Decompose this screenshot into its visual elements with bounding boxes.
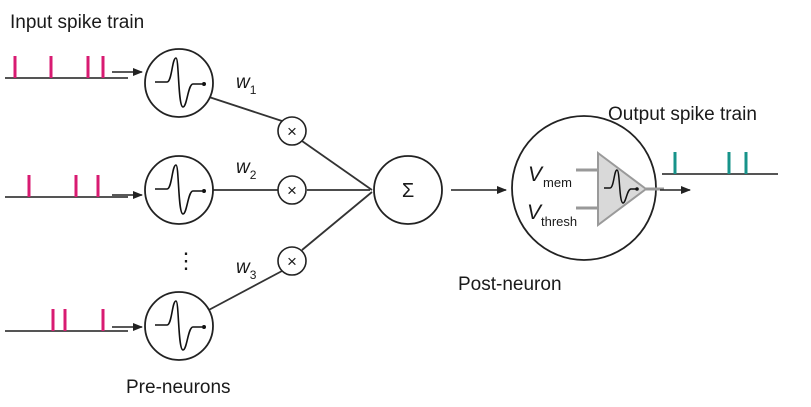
action-potential-icon: [155, 300, 202, 351]
multiply-symbol: ×: [287, 181, 297, 200]
multiply-node-2: ×: [277, 175, 307, 205]
pre-neuron-3: [144, 291, 214, 361]
ellipsis: ⋮: [175, 248, 197, 273]
output-spike-train-title: Output spike train: [608, 104, 757, 125]
input-spike-train-title: Input spike train: [10, 12, 144, 33]
input-spike-train-1: [5, 56, 128, 79]
action-potential-icon: [155, 57, 202, 108]
weight-label-1: w1: [236, 72, 257, 97]
synapse-lines: [204, 96, 373, 313]
input-spike-train-3: [5, 309, 128, 332]
v-mem-label: Vmem: [528, 163, 572, 190]
action-potential-icon: [155, 164, 202, 215]
weight-label-3: w3: [236, 257, 257, 282]
multiply-node-3: ×: [277, 246, 307, 276]
sum-symbol: Σ: [402, 180, 414, 202]
pre-neurons-label: Pre-neurons: [126, 377, 231, 398]
multiply-node-1: ×: [277, 116, 307, 146]
v-thresh-label: Vthresh: [527, 201, 577, 229]
pre-neuron-2: [144, 155, 214, 225]
action-potential-icon: [604, 169, 636, 204]
input-spike-train-2: [5, 175, 128, 198]
pre-neuron-1: [144, 48, 214, 118]
multiply-symbol: ×: [287, 122, 297, 141]
sum-node: Σ: [373, 155, 443, 225]
post-neuron: Vmem Vthresh: [511, 115, 664, 261]
comparator-icon: [597, 151, 648, 227]
post-neuron-label: Post-neuron: [458, 274, 562, 295]
multiply-symbol: ×: [287, 252, 297, 271]
weight-label-2: w2: [236, 157, 257, 182]
output-spike-train: [662, 152, 778, 175]
